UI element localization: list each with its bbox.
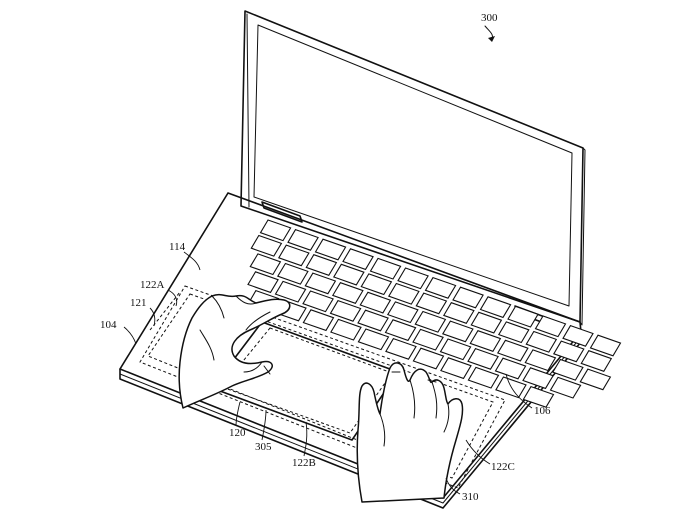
keyboard-key [496,339,529,362]
input-region-inner [147,293,494,479]
keyboard-key [579,368,612,391]
keyboard-key [274,280,307,303]
leader-106 [505,373,533,409]
figure-arrow-head [488,36,495,42]
keyboard-key [342,248,374,271]
keyboard-key [331,282,364,304]
leader-122b [303,421,308,457]
keyboard-key [524,349,557,372]
keyboard-key [562,324,594,347]
keyboard-key [415,292,448,315]
keyboard-key [259,219,292,242]
keyboard-key [534,315,567,338]
label-housing: 104 [100,319,117,331]
region-a-divider [149,291,181,331]
keyboard-key [304,272,337,295]
keyboard-key [302,309,335,332]
leader-121 [149,307,156,327]
keyboard-key [507,305,539,328]
label-region-a: 122A [140,279,165,291]
keyboard-key [442,302,475,324]
keyboard-key [397,267,429,290]
label-input-surface: 120 [229,427,246,439]
keyboard-key [589,334,622,357]
keyboard-key [385,337,417,360]
left-hand-outline [178,293,291,409]
keyboard-key [439,338,472,361]
keyboard-key [305,254,338,276]
label-border-left: 305 [255,441,272,453]
keyboard-key [525,330,558,353]
left-hand [178,293,291,409]
base-top-outline [119,192,582,499]
keyboard-key [330,318,362,341]
label-border-right: 310 [462,491,479,503]
keyboard-key [369,257,402,280]
keyboard-key [522,367,554,390]
keyboard-key [247,271,279,294]
leader-122c [465,439,491,465]
keyboard-key [469,330,502,352]
leader-114 [183,251,201,271]
keyboard-key [497,321,530,344]
leader-lines [123,251,533,495]
right-hand-outline [356,362,464,503]
keyboard-key [467,366,500,389]
keyboard-key [249,253,282,276]
keyboard-key [414,310,447,333]
keyboard-key [580,350,613,372]
right-hand [356,362,464,503]
keyboard-key [384,319,417,342]
keyboard-key [287,228,319,251]
keyboard-key [386,301,419,324]
keyboard-key [495,376,527,399]
keyboard-key [387,282,420,305]
keyboard-key [441,320,474,343]
keyboard-key [440,357,472,380]
keyboard-key [357,328,390,351]
leader-104 [123,326,137,345]
keyboard-key [412,347,445,370]
keyboard-key [549,376,582,399]
keyboard-key [359,291,392,314]
keyboard-key [479,296,512,319]
keyboard [247,219,622,408]
keyboard-key [302,290,334,313]
leader-120 [235,401,241,427]
keyboard-key [494,357,527,380]
keyboard-key [314,238,347,261]
keyboard-key [250,234,283,257]
label-region-b: 122B [292,457,316,469]
keyboard-key [452,286,484,309]
keyboard-key [332,263,365,286]
keyboard-key [424,276,457,299]
label-region-a-inner: 121 [130,297,147,309]
screen-area [253,24,573,307]
keyboard-key [329,299,362,322]
keyboard-key [467,347,499,370]
keyboard-key [551,358,584,381]
leader-310 [445,477,461,495]
keyboard-key [470,311,503,334]
keyboard-key [277,244,310,267]
keyboard-key [522,385,555,408]
input-region-outer [139,285,506,489]
keyboard-key [357,309,389,332]
keyboard-key [276,262,309,285]
label-display: 114 [169,241,186,253]
keyboard-key [552,340,585,363]
leader-122a [167,289,178,307]
keyboard-key [360,273,393,296]
figure-number: 300 [481,12,498,24]
label-keyboard: 106 [534,405,551,417]
leader-305 [261,409,267,441]
keyboard-key [412,328,444,351]
label-region-c: 122C [491,461,515,473]
